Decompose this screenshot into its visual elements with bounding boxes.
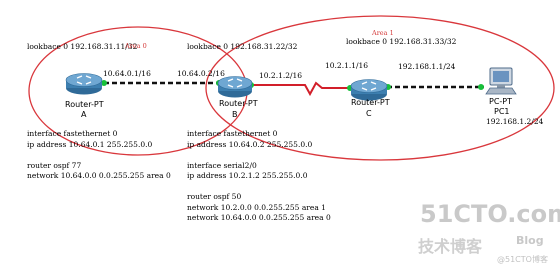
config-line xyxy=(27,150,171,161)
watermark-site: 51CTO.com xyxy=(420,200,560,228)
router-b-name: B xyxy=(232,110,238,119)
link-ip-c-eth: 192.168.1.1/24 xyxy=(398,62,456,71)
pc-name: PC1 xyxy=(494,107,510,116)
link-ip-b-serial: 10.2.1.2/16 xyxy=(259,71,303,80)
config-line: network 10.64.0.0 0.0.255.255 area 0 xyxy=(27,171,171,180)
pc-model: PC-PT xyxy=(489,97,513,106)
link-b-c-serial xyxy=(249,81,352,97)
link-ip-c-serial: 10.2.1.1/16 xyxy=(325,61,369,70)
config-line: network 10.64.0.0 0.0.255.255 area 0 xyxy=(187,213,331,222)
config-line: ip address 10.2.1.2 255.255.0.0 xyxy=(187,171,308,180)
router-b-model: Router-PT xyxy=(219,99,258,108)
router-b-icon[interactable] xyxy=(217,76,253,98)
watermark-blog: Blog xyxy=(516,234,544,247)
pc-icon[interactable] xyxy=(485,67,517,95)
config-router-a: interface fastethernet 0 ip address 10.6… xyxy=(27,129,171,182)
config-line: router ospf 50 xyxy=(187,192,242,201)
config-line: interface fastethernet 0 xyxy=(187,129,278,138)
config-line: ip address 10.64.0.1 255.255.0.0 xyxy=(27,139,153,149)
router-a-model: Router-PT xyxy=(65,100,104,109)
area-1-label: Area 1 xyxy=(372,29,394,37)
router-c-model: Router-PT xyxy=(351,98,390,107)
config-line: interface fastethernet 0 xyxy=(27,129,118,138)
pc-ip: 192.168.1.2/24 xyxy=(486,117,544,126)
watermark-author: @51CTO博客 xyxy=(497,255,548,264)
link-ip-a: 10.64.0.1/16 xyxy=(103,69,151,78)
router-a-icon[interactable] xyxy=(65,73,103,95)
area-0-label: Area 0 xyxy=(125,42,147,50)
loopback-c-label: lookbace 0 192.168.31.33/32 xyxy=(346,37,457,46)
router-c-icon[interactable] xyxy=(350,79,388,101)
config-line: router ospf 77 xyxy=(27,160,82,170)
router-c-name: C xyxy=(366,109,372,118)
router-a-name: A xyxy=(81,110,87,119)
config-line xyxy=(187,182,331,193)
config-router-b: interface fastethernet 0 ip address 10.6… xyxy=(187,129,331,224)
config-line: ip address 10.64.0.2 255.255.0.0 xyxy=(187,139,313,149)
loopback-b-label: lookbace 0 192.168.31.22/32 xyxy=(187,42,298,51)
config-line xyxy=(187,150,331,161)
loopback-a-label: lookbace 0 192.168.31.11/32 xyxy=(27,42,138,51)
config-line: network 10.2.0.0 0.0.255.255 area 1 xyxy=(187,202,326,212)
port-dot xyxy=(478,84,484,90)
config-line: interface serial2/0 xyxy=(187,160,257,170)
watermark-title: 技术博客 xyxy=(418,237,483,256)
port-dot xyxy=(101,80,107,86)
link-ip-b-eth: 10.64.0.2/16 xyxy=(177,69,225,78)
area-1-boundary xyxy=(205,15,555,161)
